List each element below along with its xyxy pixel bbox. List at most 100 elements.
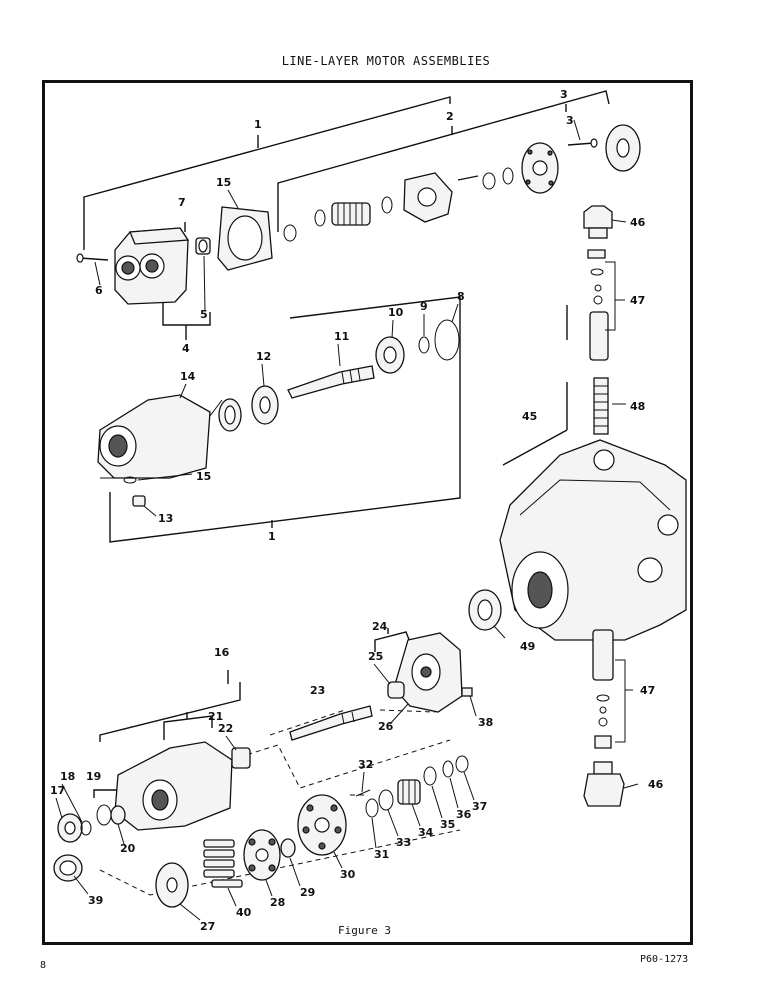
washer-part-33 xyxy=(378,789,394,811)
callout-49: 49 xyxy=(520,640,535,653)
callout-labels: 1 2 3 3 15 7 6 5 4 46 47 48 8 9 10 11 12… xyxy=(50,88,664,933)
callout-15: 15 xyxy=(196,470,211,483)
callout-32: 32 xyxy=(358,758,373,771)
bushing-part-22 xyxy=(231,747,251,769)
drive-shaft-part-23 xyxy=(289,705,373,741)
callout-11: 11 xyxy=(334,330,349,343)
callout-19: 19 xyxy=(86,770,101,783)
o-ring-part-15 xyxy=(123,476,137,484)
callout-9: 9 xyxy=(420,300,428,313)
gasket-part-15 xyxy=(217,206,273,271)
callout-4: 4 xyxy=(182,342,190,355)
pump-housing-bracket xyxy=(502,305,568,466)
seal-part-49 xyxy=(468,589,502,631)
callout-39: 39 xyxy=(88,894,103,907)
callout-12: 12 xyxy=(256,350,271,363)
seal-part-19 xyxy=(96,804,112,826)
pistons-part-40 xyxy=(203,839,243,888)
ring-top-3 xyxy=(502,167,514,185)
callout-33: 33 xyxy=(396,836,411,849)
callout-3: 3 xyxy=(566,114,574,127)
callout-1: 1 xyxy=(268,530,276,543)
retainer-plate-part-28 xyxy=(243,829,281,881)
washer-part-17 xyxy=(57,813,83,843)
thrust-washer-part-12 xyxy=(251,385,279,425)
callout-leaders xyxy=(55,119,639,921)
callout-34: 34 xyxy=(418,826,434,839)
lower-brackets xyxy=(93,628,633,800)
callout-35: 35 xyxy=(440,818,455,831)
callout-7: 7 xyxy=(178,196,186,209)
callout-46: 46 xyxy=(648,778,664,791)
spherical-washer-part-29 xyxy=(280,838,296,858)
pin-part-3 xyxy=(567,138,598,148)
callout-17: 17 xyxy=(50,784,65,797)
callout-46: 46 xyxy=(630,216,646,229)
bearing-part-10 xyxy=(375,336,405,374)
page-title: LINE-LAYER MOTOR ASSEMBLIES xyxy=(281,54,491,68)
page-number: 8 xyxy=(40,960,47,971)
ring-part-36 xyxy=(442,760,454,778)
callout-18: 18 xyxy=(60,770,75,783)
snap-ring-part-39 xyxy=(53,854,83,882)
callout-20: 20 xyxy=(120,842,136,855)
bearing-part-20 xyxy=(110,805,126,825)
callout-8: 8 xyxy=(457,290,465,303)
retaining-ring-top xyxy=(283,209,326,242)
plug-part-46-top xyxy=(583,205,613,239)
callout-30: 30 xyxy=(340,868,356,881)
washer-top xyxy=(381,196,393,214)
rotor-part-top xyxy=(403,172,453,223)
callout-47: 47 xyxy=(630,294,645,307)
washer-part-35 xyxy=(423,766,437,786)
pin-part-6 xyxy=(76,253,109,263)
cylinder-barrel-part-30 xyxy=(297,794,347,856)
spring-part-34 xyxy=(397,779,421,805)
thrust-plate-part-27 xyxy=(155,862,189,908)
thrust-washer-top xyxy=(605,124,641,172)
callout-37: 37 xyxy=(472,800,487,813)
motor-body-part-21 xyxy=(114,741,233,831)
callout-5: 5 xyxy=(200,308,208,321)
figure-caption: Figure 3 xyxy=(338,924,391,937)
plug-part-13 xyxy=(132,495,146,507)
relief-valve-parts-47-top xyxy=(587,249,609,361)
drive-shaft-part-11 xyxy=(287,365,375,399)
callout-25: 25 xyxy=(368,650,383,663)
shaft-seal-part-15 xyxy=(218,398,242,432)
callout-2: 2 xyxy=(446,110,454,123)
motor-housing-part-14 xyxy=(97,394,211,479)
callout-6: 6 xyxy=(95,284,103,297)
callout-29: 29 xyxy=(300,886,315,899)
bearing-part-25 xyxy=(387,681,405,699)
callout-16: 16 xyxy=(214,646,230,659)
end-cover-part-24 xyxy=(393,632,463,713)
ring-top-2 xyxy=(482,172,496,190)
callout-36: 36 xyxy=(456,808,472,821)
dashed-leaders xyxy=(99,709,461,896)
callout-22: 22 xyxy=(218,722,233,735)
callout-14: 14 xyxy=(180,370,196,383)
spring-part-48 xyxy=(593,377,609,435)
callout-26: 26 xyxy=(378,720,394,733)
callout-48: 48 xyxy=(630,400,645,413)
callout-27: 27 xyxy=(200,920,215,933)
ring-part-31 xyxy=(365,798,379,818)
callout-1: 1 xyxy=(254,118,262,131)
snap-ring-part-37 xyxy=(455,755,469,773)
end-cover-part-4 xyxy=(114,227,190,305)
top-brackets xyxy=(83,90,610,340)
port-plate-top xyxy=(521,142,559,194)
callout-40: 40 xyxy=(236,906,252,919)
callout-47: 47 xyxy=(640,684,655,697)
callout-10: 10 xyxy=(388,306,404,319)
figure-frame xyxy=(42,80,693,945)
callout-15: 15 xyxy=(216,176,231,189)
snap-ring-part-8 xyxy=(434,319,460,361)
callout-45: 45 xyxy=(522,410,537,423)
callout-3: 3 xyxy=(560,88,568,101)
ring-part-18 xyxy=(80,820,92,836)
callout-23: 23 xyxy=(310,684,325,697)
callout-21: 21 xyxy=(208,710,223,723)
